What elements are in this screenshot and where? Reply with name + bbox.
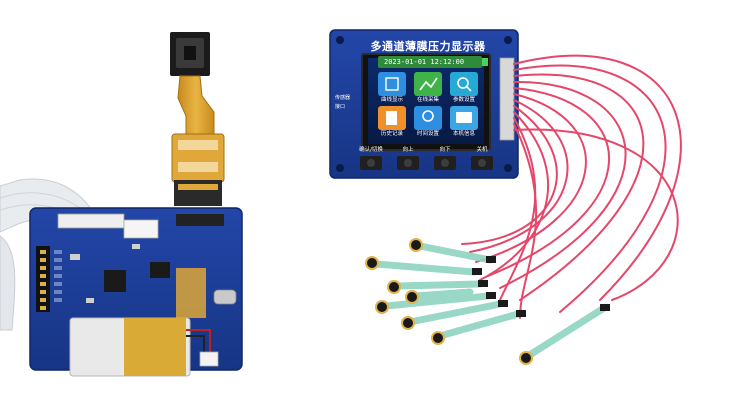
date-bar	[378, 56, 482, 68]
folder-icon	[456, 112, 472, 123]
tile-label-device-info: 本机信息	[452, 131, 475, 137]
hardware-buttons	[360, 156, 493, 170]
tile-label-time-settings: 时间设置	[416, 131, 439, 137]
gold-flex-ribbon	[171, 75, 225, 206]
display-date-text: 2023-01-01 12:12:00	[384, 58, 465, 66]
curve-icon	[419, 77, 438, 91]
button-label-up: 向上	[402, 147, 414, 153]
display-title: 多通道薄膜压力显示器	[370, 40, 486, 53]
button-label-power: 关机	[476, 147, 488, 153]
button-label-down: 向下	[439, 147, 451, 153]
left-pcb-assembly	[0, 32, 243, 377]
tile-label-curve-display: 曲线显示	[380, 97, 403, 103]
tile-label-param-settings: 参数设置	[452, 97, 475, 103]
lipo-battery	[69, 317, 219, 377]
side-label-sensor: 传感器	[335, 95, 351, 101]
sensor-cables	[461, 54, 682, 319]
tile-curve-display	[378, 72, 406, 96]
search-icon	[457, 77, 469, 89]
side-label-port: 接口	[335, 104, 346, 110]
location-icon	[422, 110, 434, 122]
tile-param-settings	[450, 72, 478, 96]
pin-header	[36, 246, 62, 312]
tile-time-settings	[414, 106, 442, 130]
button-label-confirm: 确认/切换	[359, 147, 383, 153]
film-pressure-sensors	[365, 238, 610, 365]
menu-tiles	[378, 72, 478, 130]
document-icon	[386, 111, 397, 125]
chart-icon	[385, 77, 399, 91]
tile-label-history: 历史记录	[380, 131, 403, 137]
camera-module	[170, 32, 210, 76]
tile-label-online-capture: 在线采集	[416, 97, 439, 103]
pressure-display-unit	[329, 29, 519, 179]
